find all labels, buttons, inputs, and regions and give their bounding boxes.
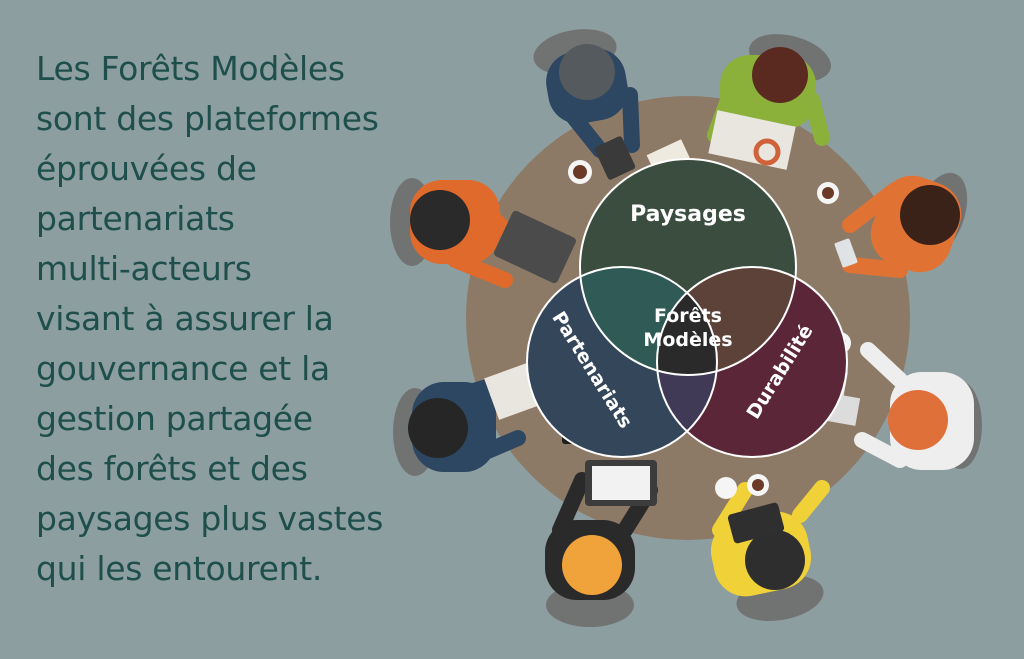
intro-line: éprouvées de bbox=[36, 149, 257, 188]
intro-line: gestion partagée bbox=[36, 399, 313, 438]
intro-line: partenariats bbox=[36, 199, 235, 238]
person-icon bbox=[546, 44, 640, 180]
label-paysages: Paysages bbox=[630, 202, 746, 227]
intro-paragraph: Les Forêts Modèles sont des plateformes … bbox=[36, 44, 456, 594]
intro-line: Les Forêts Modèles bbox=[36, 49, 345, 88]
person-icon bbox=[834, 175, 962, 278]
intro-line: gouvernance et la bbox=[36, 349, 330, 388]
cup-icon bbox=[715, 477, 737, 499]
person-icon bbox=[410, 180, 576, 288]
person-icon bbox=[545, 460, 658, 600]
person-icon bbox=[710, 480, 830, 597]
intro-line: sont des plateformes bbox=[36, 99, 379, 138]
people bbox=[408, 44, 974, 600]
intro-line: qui les entourent. bbox=[36, 549, 323, 588]
label-center-line2: Modèles bbox=[643, 329, 732, 351]
intro-line: multi-acteurs bbox=[36, 249, 252, 288]
label-center-line1: Forêts bbox=[654, 305, 722, 327]
person-icon bbox=[707, 47, 830, 170]
intro-line: visant à assurer la bbox=[36, 299, 334, 338]
venn-diagram: Paysages Forêts Modèles Partenariats Dur… bbox=[526, 158, 848, 458]
intro-line: paysages plus vastes bbox=[36, 499, 384, 538]
intro-line: des forêts et des bbox=[36, 449, 308, 488]
